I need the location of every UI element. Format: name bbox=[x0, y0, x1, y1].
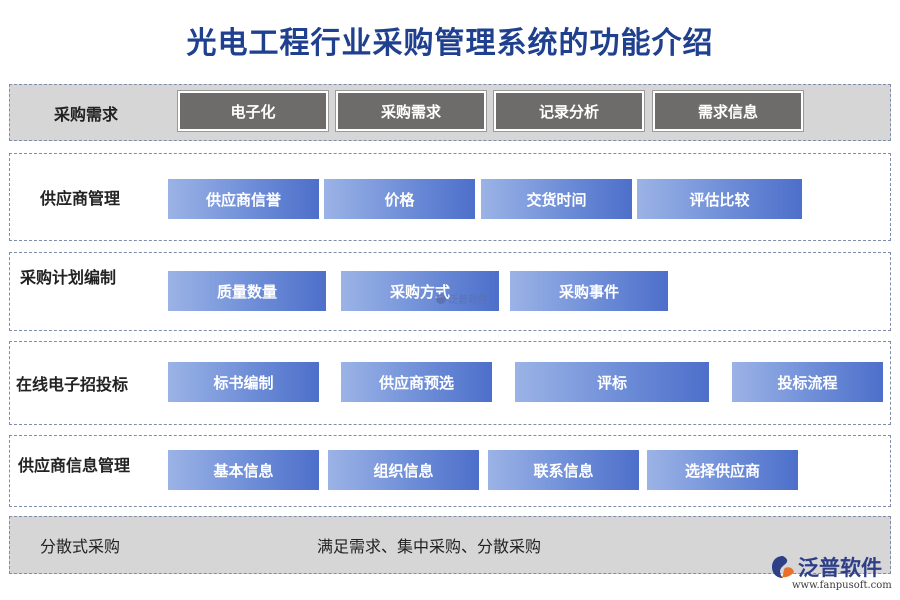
feature-box: 评标 bbox=[515, 362, 709, 402]
brand-logo: 泛普软件 www.fanpusoft.com bbox=[770, 552, 894, 596]
row-description: 满足需求、集中采购、分散采购 bbox=[317, 537, 542, 556]
feature-box: 采购需求 bbox=[335, 90, 487, 132]
feature-box: 需求信息 bbox=[652, 90, 804, 132]
row-label: 供应商管理 bbox=[40, 189, 121, 208]
watermark: 泛普软件 bbox=[436, 291, 488, 306]
feature-box: 采购方式 bbox=[341, 271, 499, 311]
feature-box: 选择供应商 bbox=[647, 450, 798, 490]
feature-box: 电子化 bbox=[177, 90, 329, 132]
feature-box: 价格 bbox=[324, 179, 475, 219]
logo-name: 泛普软件 bbox=[798, 556, 882, 580]
feature-box: 采购事件 bbox=[510, 271, 668, 311]
feature-box: 供应商信誉 bbox=[168, 179, 319, 219]
row-label: 采购计划编制 bbox=[20, 268, 117, 288]
feature-box: 标书编制 bbox=[168, 362, 319, 402]
feature-box: 质量数量 bbox=[168, 271, 326, 311]
feature-box: 组织信息 bbox=[328, 450, 479, 490]
row-label: 在线电子招投标 bbox=[16, 375, 129, 394]
logo-url: www.fanpusoft.com bbox=[792, 580, 892, 591]
row-procurement-demand: 采购需求 电子化 采购需求 记录分析 需求信息 bbox=[9, 84, 891, 141]
row-label: 供应商信息管理 bbox=[18, 456, 131, 475]
row-procurement-planning: 采购计划编制 质量数量 采购方式 采购事件 bbox=[9, 252, 891, 331]
feature-box: 交货时间 bbox=[481, 179, 632, 219]
row-label: 分散式采购 bbox=[40, 537, 121, 556]
feature-box: 评估比较 bbox=[637, 179, 802, 219]
row-supplier-info-management: 供应商信息管理 基本信息 组织信息 联系信息 选择供应商 bbox=[9, 435, 891, 507]
feature-box: 基本信息 bbox=[168, 450, 319, 490]
feature-box: 投标流程 bbox=[732, 362, 883, 402]
logo-mark-icon bbox=[772, 556, 794, 578]
feature-box: 联系信息 bbox=[488, 450, 639, 490]
page-title: 光电工程行业采购管理系统的功能介绍 bbox=[186, 26, 714, 61]
row-decentralized-procurement: 分散式采购 满足需求、集中采购、分散采购 bbox=[9, 516, 891, 574]
row-supplier-management: 供应商管理 供应商信誉 价格 交货时间 评估比较 bbox=[9, 153, 891, 241]
watermark-icon bbox=[436, 293, 446, 304]
feature-box: 供应商预选 bbox=[341, 362, 492, 402]
row-label: 采购需求 bbox=[54, 104, 119, 124]
feature-box: 记录分析 bbox=[493, 90, 645, 132]
row-online-bidding: 在线电子招投标 标书编制 供应商预选 评标 投标流程 bbox=[9, 341, 891, 425]
watermark-text: 泛普软件 bbox=[448, 295, 488, 306]
